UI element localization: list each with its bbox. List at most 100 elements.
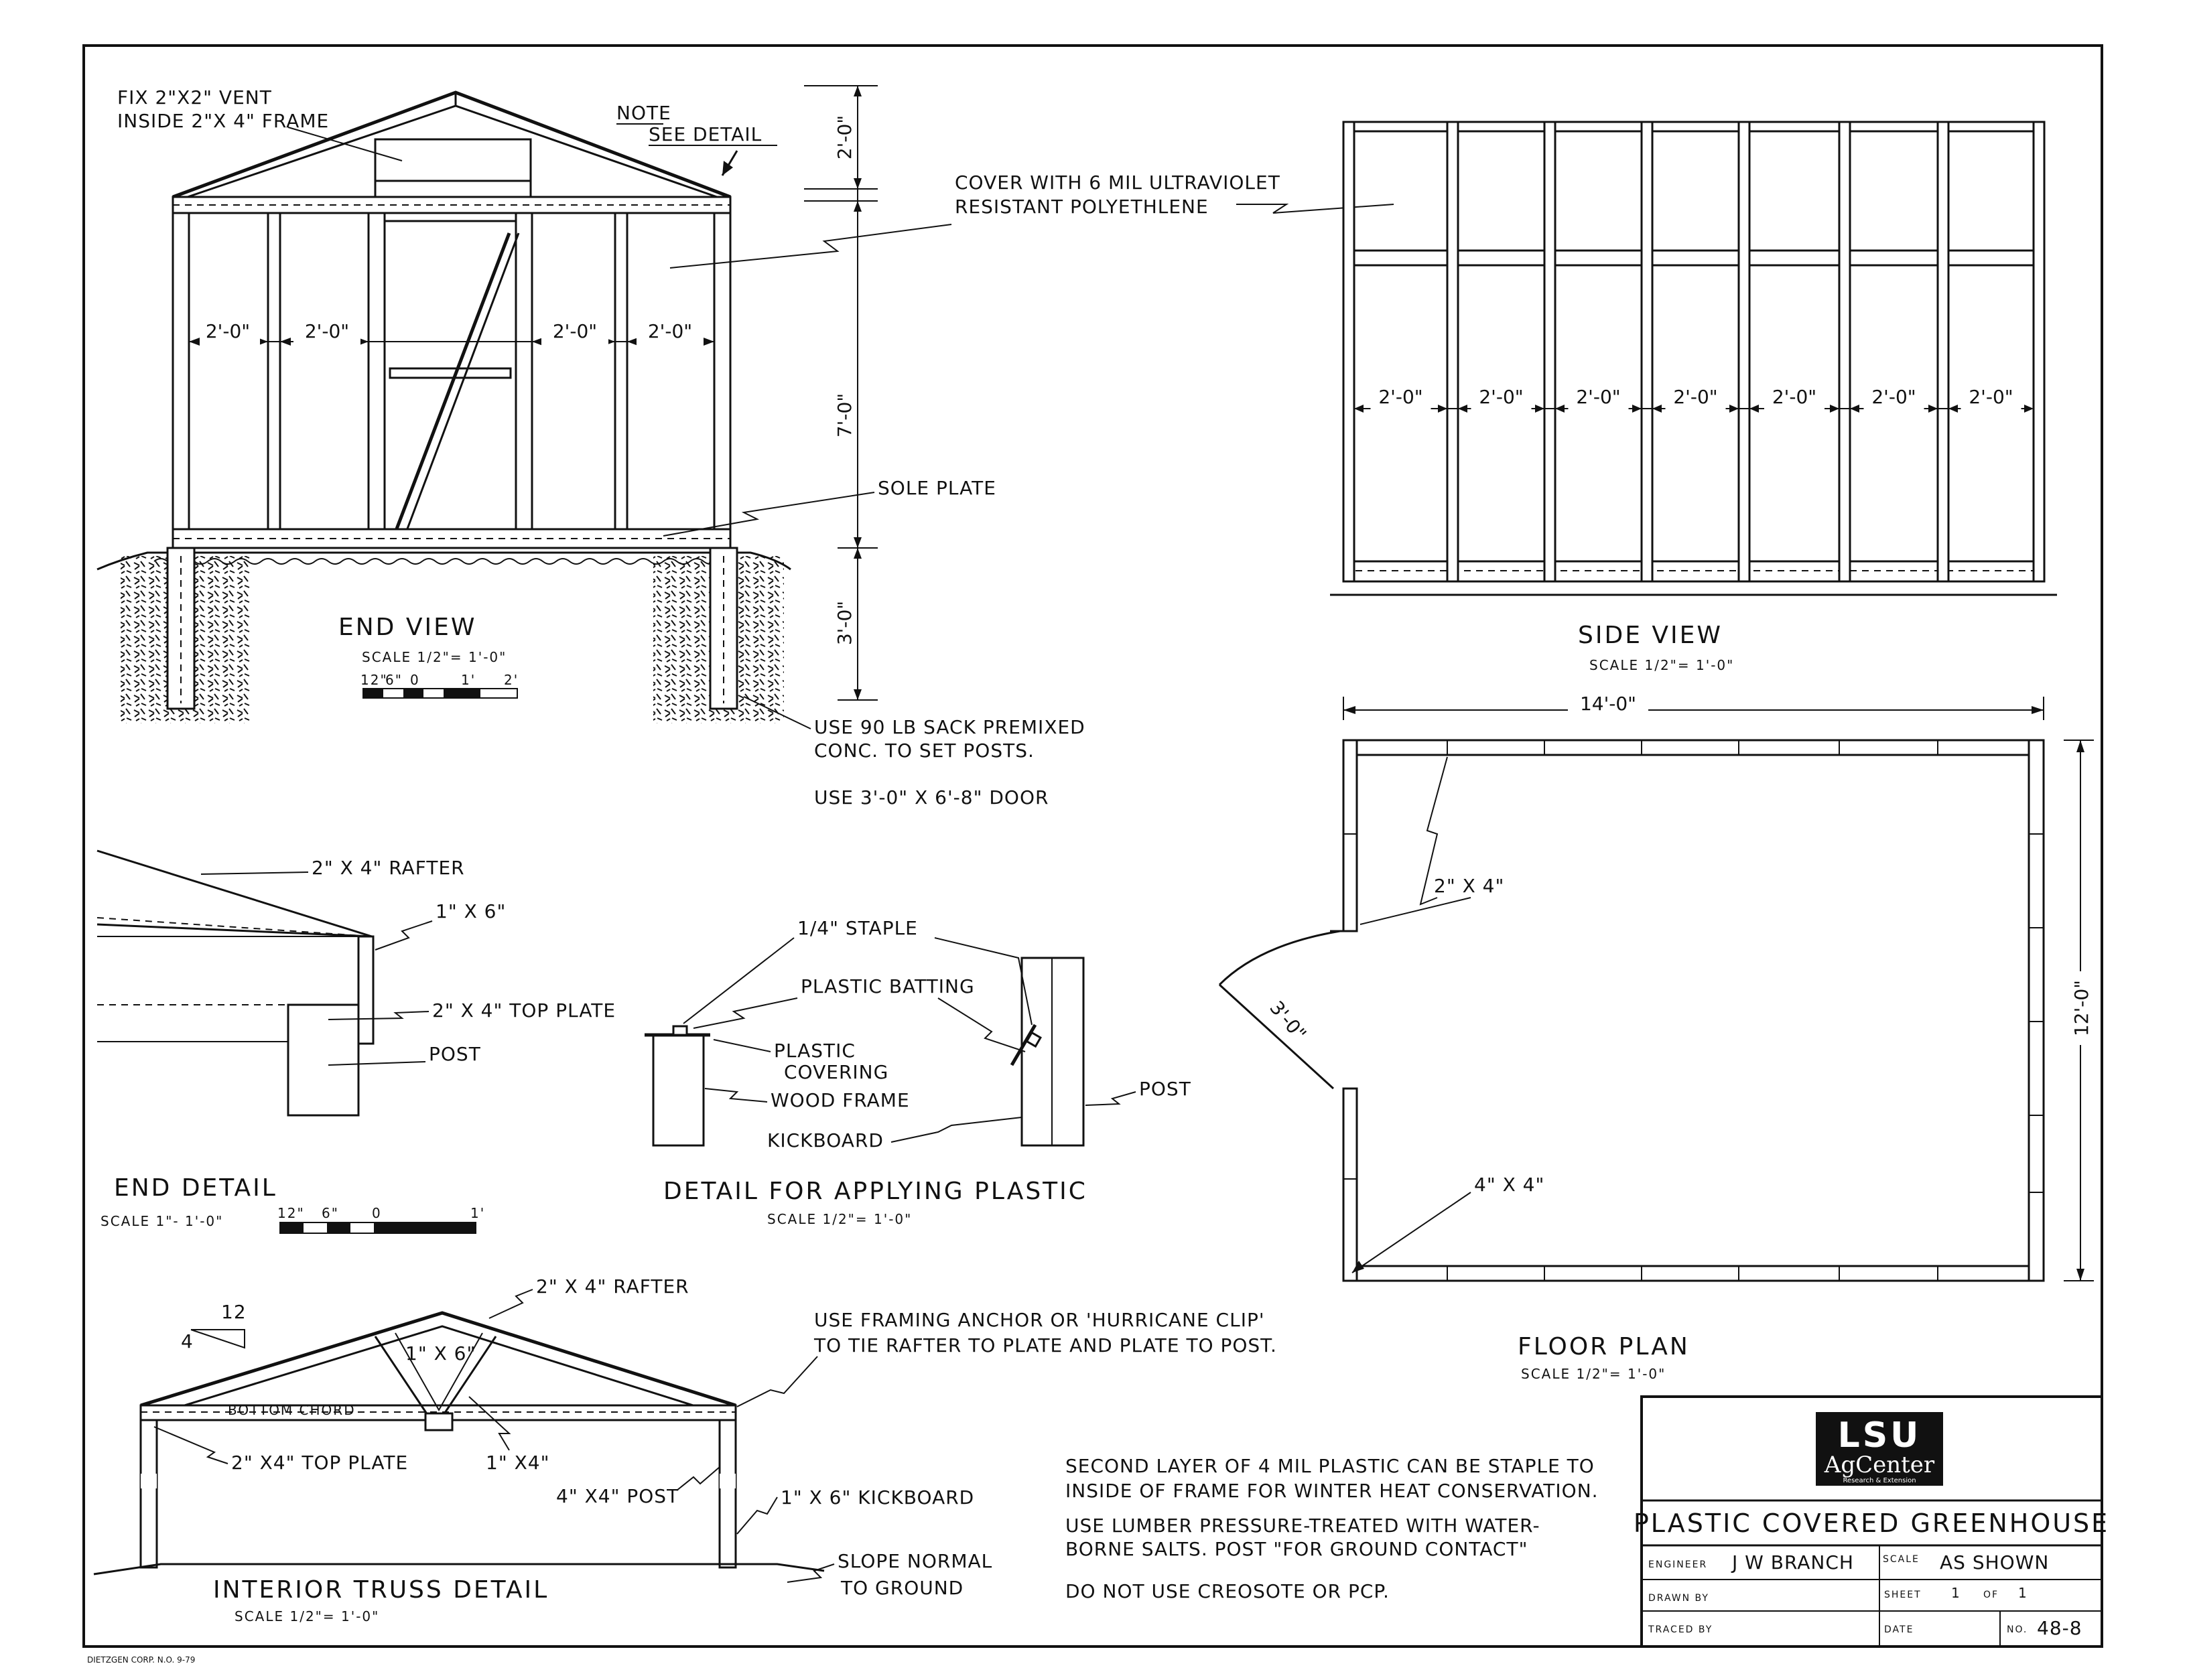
side-stud [1543,121,1556,583]
sheet-value: 1 [1951,1585,1961,1601]
of-label: OF [1983,1590,1999,1600]
svg-text:LSU: LSU [1838,1415,1922,1456]
covering-label-2: COVERING [784,1061,888,1083]
dim-wall: 7'-0" [834,393,856,437]
slope-label-1: SLOPE NORMAL [838,1550,992,1572]
concrete-note-1: USE 90 LB SACK PREMIXED [814,716,1085,738]
see-detail-label: SEE DETAIL [649,123,762,145]
side-stud [1342,121,1355,583]
end-view: 2'-0" 2'-0" 2'-0" 2'-0" 2'-0" 7'-0" 3'-0… [96,85,1394,809]
side-stud [1640,121,1654,583]
svg-text:Research & Extension: Research & Extension [1843,1477,1916,1484]
side-stud [1446,121,1459,583]
side-view-title: SIDE VIEW [1578,622,1723,649]
anchor-note-2: TO TIE RAFTER TO PLATE AND PLATE TO POST… [813,1334,1277,1356]
end-top-plate-label: 2" X 4" TOP PLATE [432,999,616,1022]
plastic-detail-scale: SCALE 1/2"= 1'-0" [767,1211,912,1227]
title-block: LSU AgCenter Research & Extension PLASTI… [1634,1395,2109,1648]
door-width: 3'-0" [1265,997,1311,1045]
note-line-5: DO NOT USE CREOSOTE OR PCP. [1065,1580,1390,1602]
svg-text:1': 1' [470,1205,485,1221]
post-callout: 4" X 4" [1474,1174,1544,1196]
svg-text:6": 6" [322,1205,339,1221]
end-detail-title: END DETAIL [114,1174,277,1202]
note-line-2: INSIDE OF FRAME FOR WINTER HEAT CONSERVA… [1065,1480,1599,1502]
end-post-label: POST [429,1043,481,1065]
note-label: NOTE [616,102,671,124]
pitch-run: 12 [221,1301,247,1323]
sheet-border [82,44,2103,1648]
floor-plan-scale: SCALE 1/2"= 1'-0" [1521,1366,1666,1382]
truss-post-label: 4" X4" POST [556,1485,679,1507]
end-board [357,935,375,1045]
drawing-title: PLASTIC COVERED GREENHOUSE [1634,1509,2109,1538]
side-view-scale: SCALE 1/2"= 1'-0" [1589,657,1734,673]
dim-ground: 3'-0" [834,601,856,645]
side-spacing-label: 2'-0" [1576,386,1620,408]
side-stud [2032,121,2046,583]
end-detail-scale-bar: 12" 6" 0 1' [277,1205,485,1234]
slope-label-2: TO GROUND [840,1577,964,1599]
engineer-label: ENGINEER [1648,1559,1707,1570]
end-rafter-label: 2" X 4" RAFTER [312,857,465,879]
svg-text:12": 12" [277,1205,305,1221]
svg-text:2': 2' [504,672,519,688]
truss-kickboard-label: 1" X 6" KICKBOARD [781,1486,974,1509]
plastic-post-label: POST [1139,1078,1191,1100]
floor-width: 14'-0" [1580,693,1636,715]
side-spacing-label: 2'-0" [1479,386,1523,408]
bottom-chord-label: BOTTOM CHORD [228,1402,356,1418]
batting-label: PLASTIC BATTING [801,975,975,997]
truss-brace-label: 1" X4" [486,1452,549,1474]
end-detail: 2" X 4" RAFTER 1" X 6" 2" X 4" TOP PLATE… [96,849,616,1234]
side-spacing-label: 2'-0" [1871,386,1916,408]
side-stud [1936,121,1950,583]
truss-detail-scale: SCALE 1/2"= 1'-0" [235,1608,379,1624]
door-swing [1218,930,1341,986]
traced-by-label: TRACED BY [1648,1624,1713,1635]
end-view-scale: SCALE 1/2"= 1'-0" [362,649,507,665]
end-spacing-3: 2'-0" [553,320,597,342]
plastic-detail: 1/4" STAPLE PLASTIC BATTING PLASTIC COVE… [645,917,1191,1227]
end-spacing-4: 2'-0" [648,320,692,342]
truss-detail: 12 4 2" X 4" RAFTER 1" X 6" BOTTOM CHORD… [93,1275,1277,1624]
truss-web-label: 1" X 6" [405,1342,476,1364]
end-view-title: END VIEW [338,614,476,641]
cover-note-2: RESISTANT POLYETHLENE [955,196,1209,218]
floor-plan: 14'-0" 3'-0" 12'-0" 2" X 4" 4" X 4" FLOO… [1218,693,2094,1382]
lsu-agcenter-logo: LSU AgCenter Research & Extension [1816,1412,1943,1486]
of-value: 1 [2018,1585,2028,1601]
side-stud [1838,121,1851,583]
footer-imprint: DIETZGEN CORP. N.O. 9-79 [87,1655,195,1665]
end-spacing-2: 2'-0" [305,320,349,342]
plastic-detail-title: DETAIL FOR APPLYING PLASTIC [663,1178,1087,1205]
side-stud [1737,121,1751,583]
note-line-1: SECOND LAYER OF 4 MIL PLASTIC CAN BE STA… [1065,1455,1595,1477]
date-label: DATE [1884,1624,1914,1635]
end-post [287,1003,360,1117]
engineer-name: J W BRANCH [1731,1551,1854,1573]
scale-label: SCALE [1883,1554,1920,1565]
drawing-no-label: NO. [2007,1624,2028,1635]
drawn-by-label: DRAWN BY [1648,1593,1709,1604]
door-note: USE 3'-0" X 6'-8" DOOR [814,786,1049,809]
floor-plan-title: FLOOR PLAN [1518,1333,1690,1360]
end-view-scale-bar: 12" 6" 0 1' 2' [360,672,519,699]
svg-text:1': 1' [461,672,476,688]
side-spacing-label: 2'-0" [1969,386,2013,408]
svg-text:0: 0 [372,1205,382,1221]
svg-text:0: 0 [410,672,420,688]
side-spacing-label: 2'-0" [1378,386,1422,408]
vent-note-2: INSIDE 2"X 4" FRAME [117,110,329,132]
end-board-label: 1" X 6" [436,900,506,922]
dim-roof: 2'-0" [834,115,856,159]
side-spacing-label: 2'-0" [1772,386,1816,408]
anchor-note-1: USE FRAMING ANCHOR OR 'HURRICANE CLIP' [814,1309,1265,1331]
end-detail-scale: SCALE 1"- 1'-0" [101,1213,223,1229]
stud-callout: 2" X 4" [1434,875,1504,897]
svg-text:6": 6" [385,672,403,688]
vent-note-1: FIX 2"X2" VENT [117,86,272,109]
drawing-no: 48-8 [2037,1617,2082,1639]
svg-text:AgCenter: AgCenter [1824,1452,1935,1478]
